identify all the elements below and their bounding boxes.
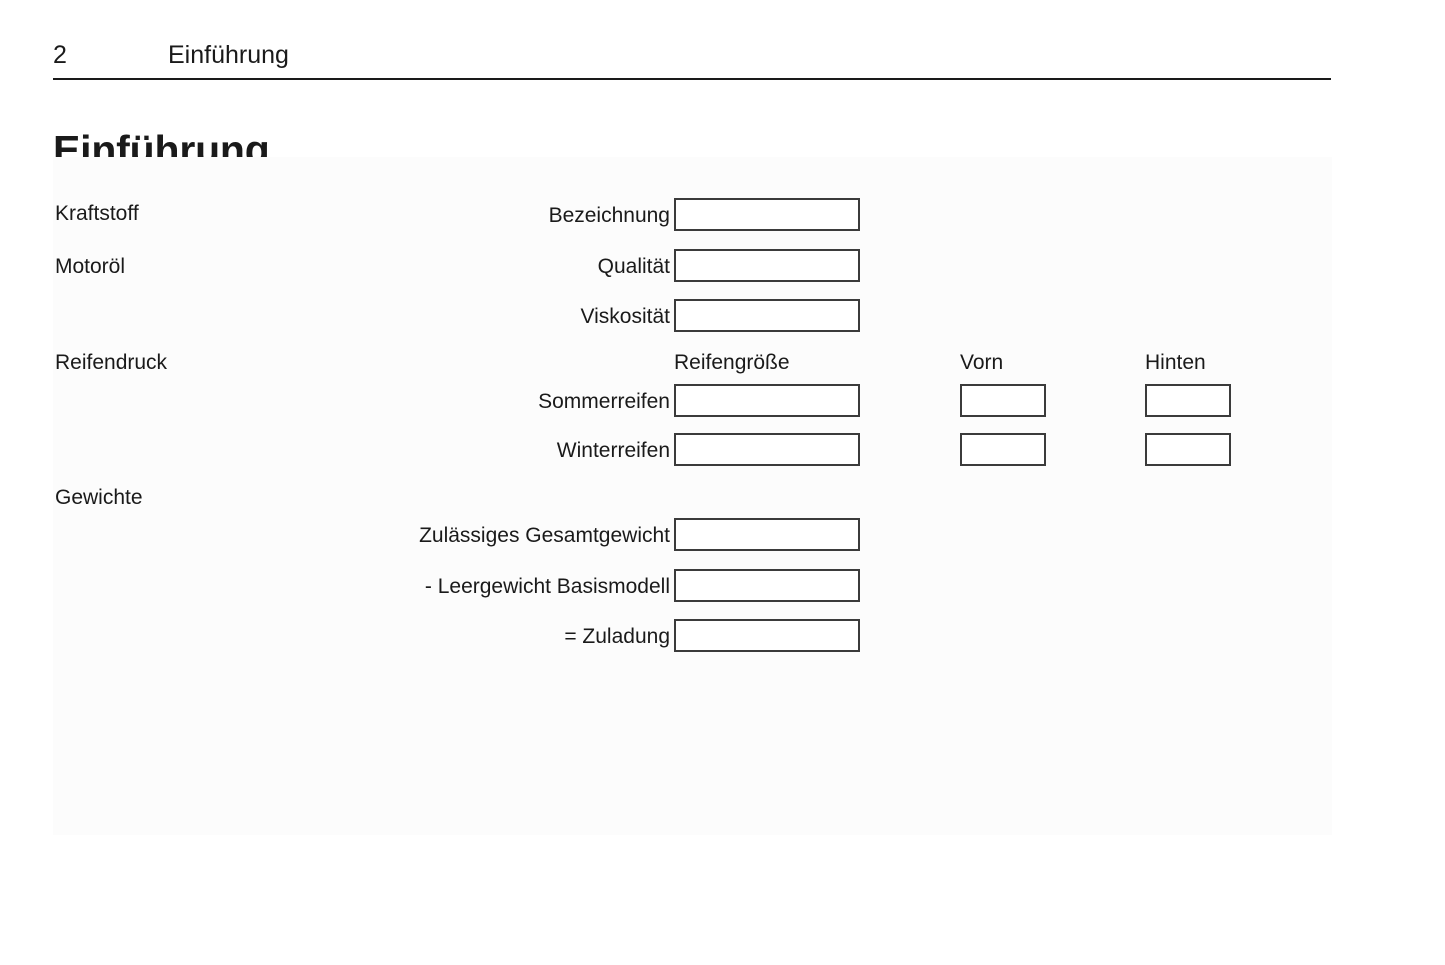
column-header-reifengroesse: Reifengröße [674,351,790,374]
field-label-qualitaet: Qualität [597,255,670,278]
input-winterreifen-hinten[interactable] [1145,433,1231,466]
input-qualitaet[interactable] [674,249,860,282]
input-sommerreifen-reifengroesse[interactable] [674,384,860,417]
column-header-vorn: Vorn [960,351,1004,374]
input-leergewicht-basismodell[interactable] [674,569,860,602]
input-winterreifen-vorn[interactable] [960,433,1046,466]
header-chapter-name: Einführung [168,41,289,69]
input-winterreifen-reifengroesse[interactable] [674,433,860,466]
field-label-zulaessiges-gesamtgewicht: Zulässiges Gesamtgewicht [419,524,670,547]
input-sommerreifen-vorn[interactable] [960,384,1046,417]
section-label-motoroel: Motoröl [55,255,126,278]
field-label-leergewicht-basismodell: - Leergewicht Basismodell [424,575,670,598]
field-label-viskositaet: Viskosität [580,305,671,328]
input-sommerreifen-hinten[interactable] [1145,384,1231,417]
section-label-kraftstoff: Kraftstoff [55,202,139,225]
section-label-gewichte: Gewichte [55,486,143,509]
section-label-reifendruck: Reifendruck [55,351,168,374]
input-zulaessiges-gesamtgewicht[interactable] [674,518,860,551]
column-header-hinten: Hinten [1145,351,1206,374]
input-zuladung[interactable] [674,619,860,652]
field-label-sommerreifen: Sommerreifen [538,390,670,413]
page-number: 2 [53,41,67,69]
input-bezeichnung[interactable] [674,198,860,231]
field-label-winterreifen: Winterreifen [556,439,670,462]
page-header: 2 Einführung [53,40,1331,80]
field-label-zuladung: = Zuladung [564,625,670,648]
vehicle-data-form: Kraftstoff Motoröl Reifendruck Gewichte … [53,157,1332,835]
input-viskositaet[interactable] [674,299,860,332]
field-label-bezeichnung: Bezeichnung [548,204,670,227]
